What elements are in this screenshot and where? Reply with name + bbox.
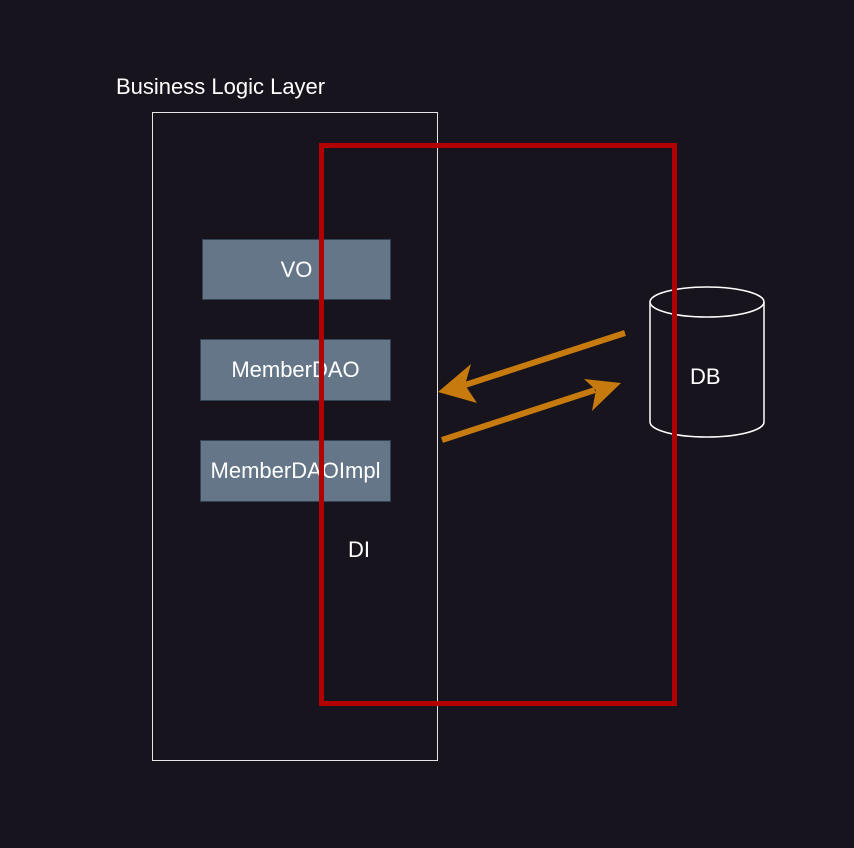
business-logic-layer-container: [152, 112, 438, 761]
member-dao-impl-label: MemberDAOImpl: [210, 458, 381, 483]
di-label: DI: [348, 537, 370, 562]
vo-component: VO: [202, 239, 391, 300]
business-logic-layer-title: Business Logic Layer: [116, 74, 326, 99]
arrow-dao-to-db: [441, 379, 621, 443]
di-frame: [319, 143, 677, 706]
db-cylinder-icon: [649, 286, 765, 438]
member-dao-component: MemberDAO: [200, 339, 391, 401]
member-dao-label: MemberDAO: [231, 357, 360, 382]
db-label: DB: [690, 364, 721, 389]
member-dao-impl-component: MemberDAOImpl: [200, 440, 391, 502]
arrow-db-to-dao: [438, 330, 626, 403]
vo-label: VO: [280, 256, 313, 282]
